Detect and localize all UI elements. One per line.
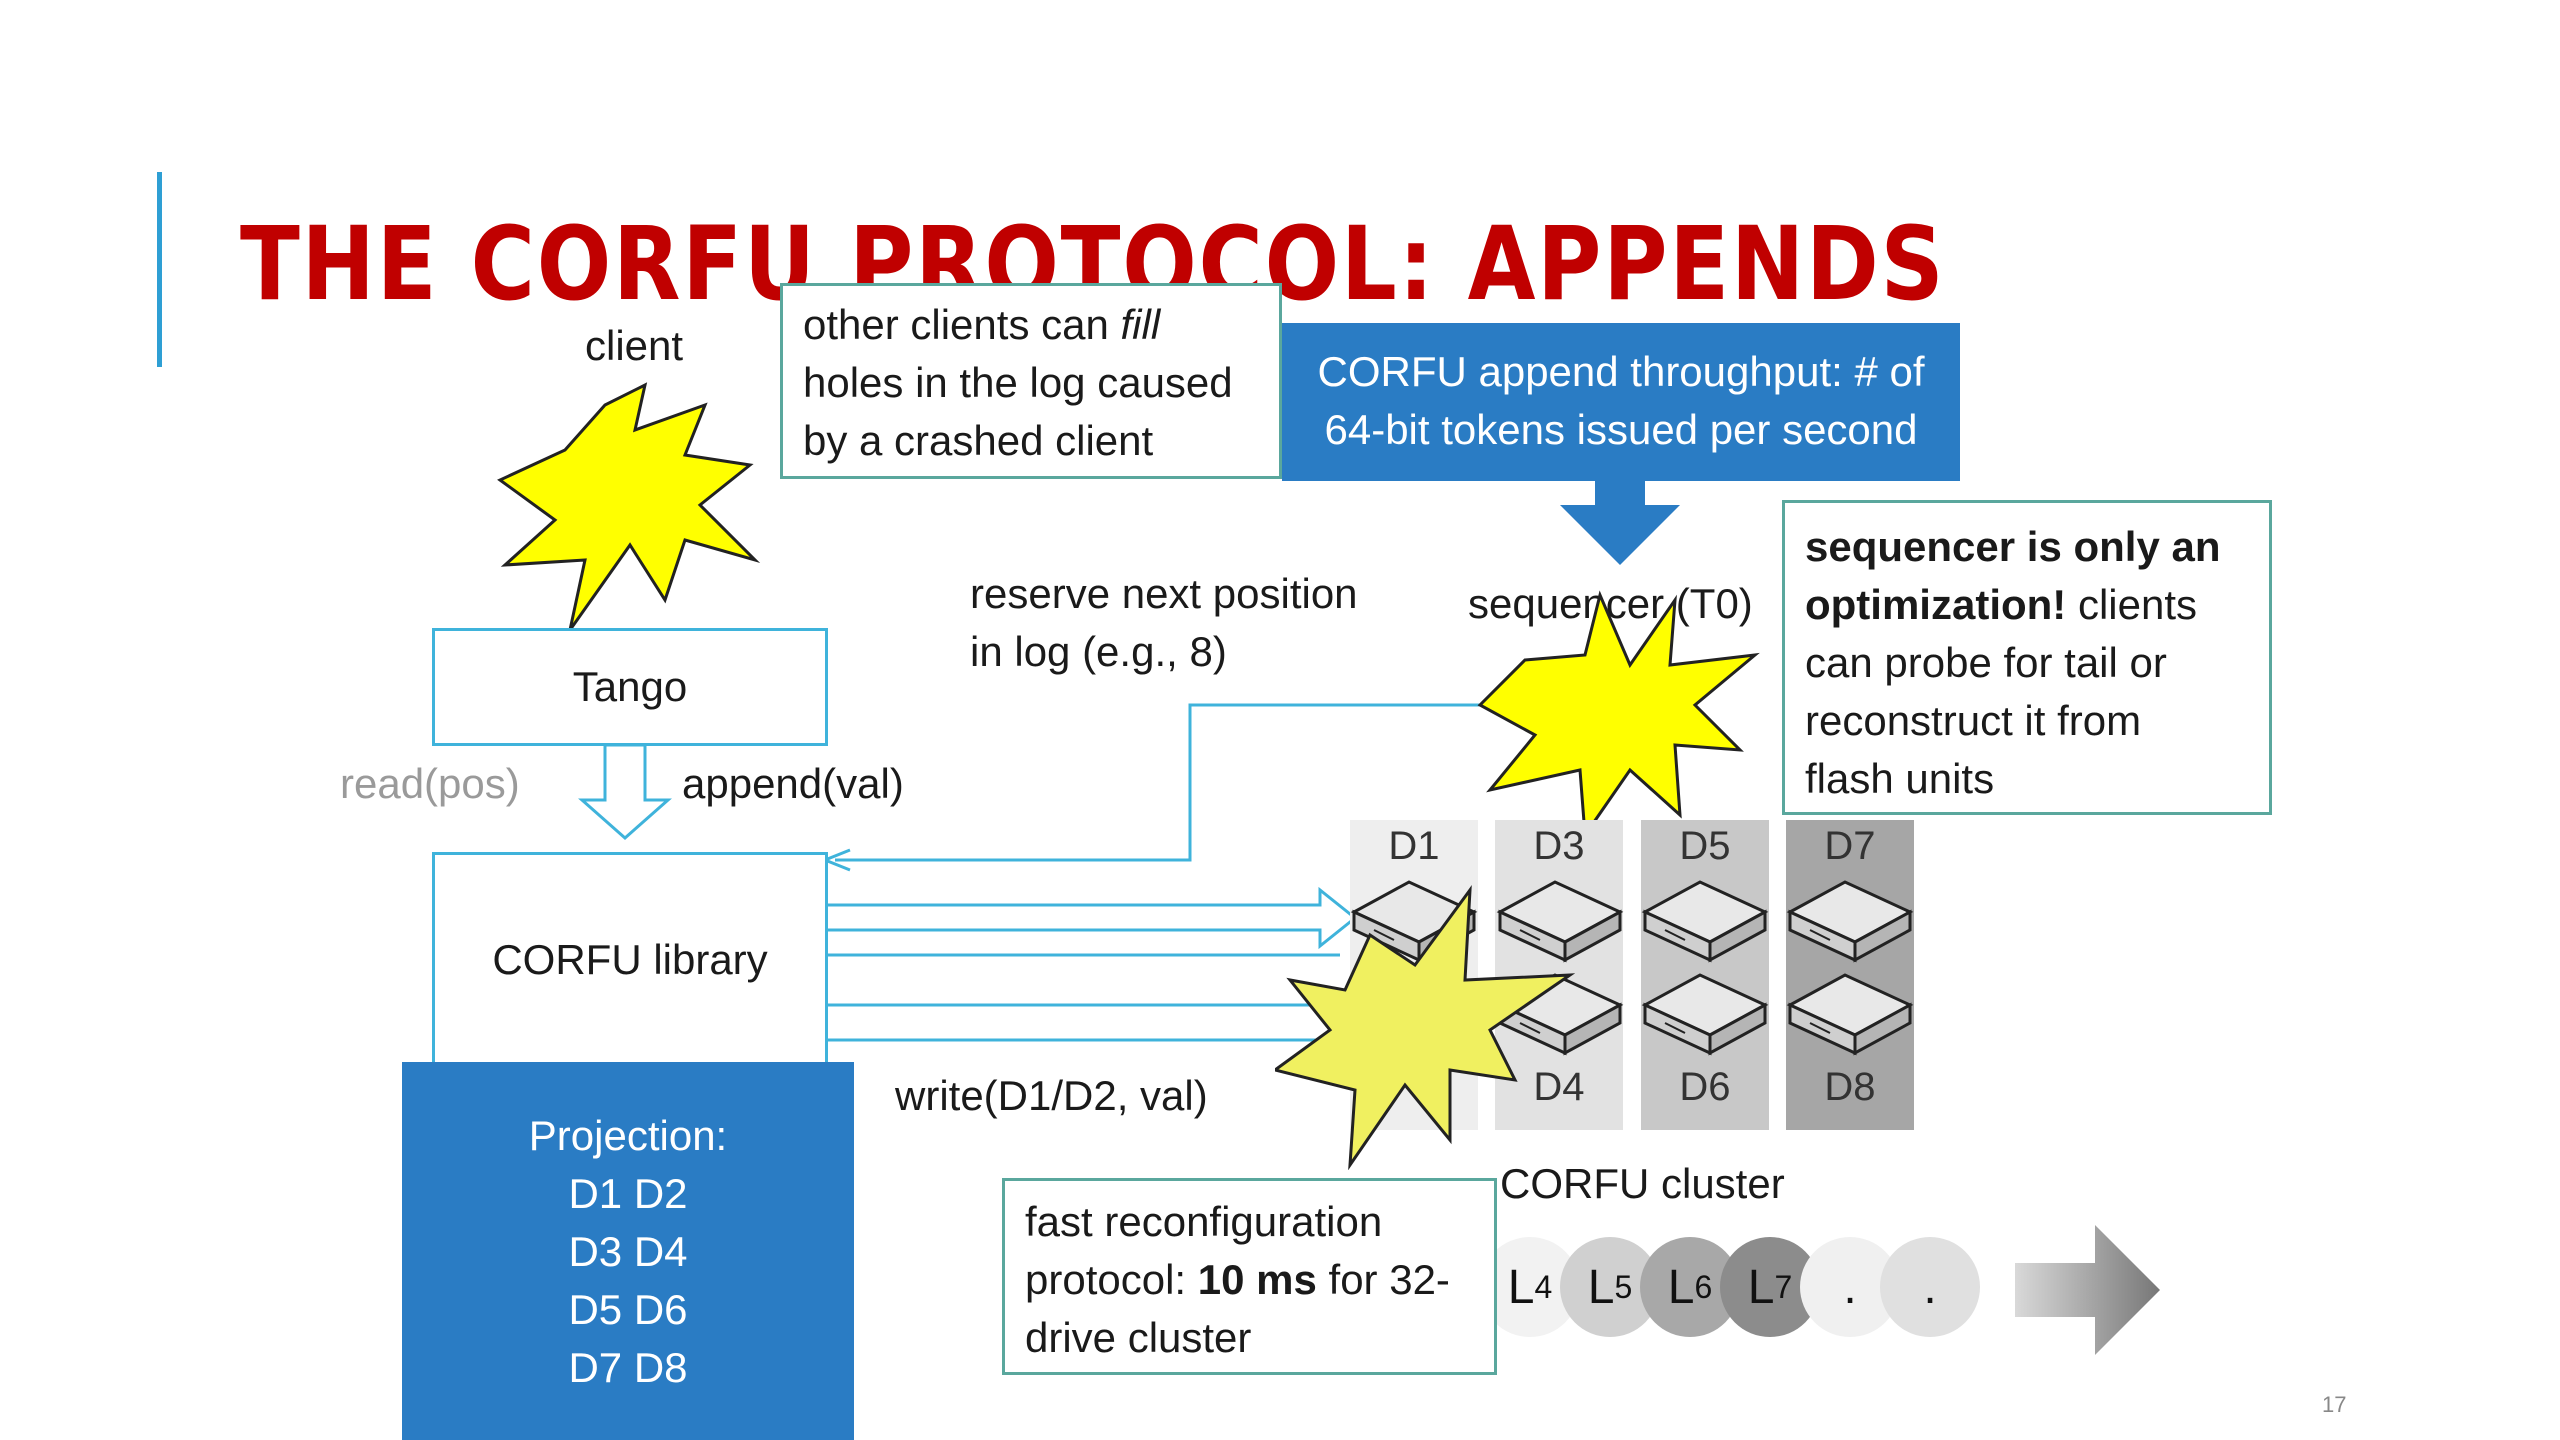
reserve-text: reserve next position in log (e.g., 8) [970, 565, 1358, 681]
flash-drive-icon [1643, 880, 1767, 962]
reserve-line: reserve next position [970, 570, 1358, 617]
projection-heading: Projection: [528, 1112, 728, 1159]
reserve-line: in log (e.g., 8) [970, 628, 1227, 675]
drive-label-bottom: D8 [1824, 1065, 1876, 1109]
projection-row: D1 D2 [568, 1170, 688, 1217]
drive-lane-d5-d6: D5 D6 [1641, 820, 1769, 1130]
tango-to-library-arrow [578, 743, 672, 841]
flash-drive-icon [1788, 880, 1912, 962]
throughput-callout: CORFU append throughput: # of 64-bit tok… [1282, 323, 1960, 481]
log-direction-arrow-icon [2015, 1225, 2160, 1355]
drive-label-bottom: D6 [1679, 1065, 1731, 1109]
callout-line: CORFU append throughput: # of [1317, 348, 1925, 395]
callout-line: optimization! clients [1805, 581, 2198, 628]
corfu-library-box: CORFU library [432, 852, 828, 1068]
flash-drive-icon [1788, 973, 1912, 1055]
callout-line: fast reconfiguration [1025, 1198, 1383, 1245]
drive-label-top: D3 [1533, 824, 1585, 868]
drive-label-top: D5 [1679, 824, 1731, 868]
callout-line: flash units [1805, 755, 1995, 802]
callout-line: sequencer is only an [1805, 523, 2221, 570]
fill-holes-callout: other clients can fill holes in the log … [780, 283, 1282, 479]
projection-row: D7 D8 [568, 1344, 688, 1391]
callout-line: drive cluster [1025, 1314, 1252, 1361]
callout-line: other clients can fill [803, 301, 1161, 348]
callout-line: reconstruct it from [1805, 697, 2142, 744]
drive-crash-explosion-icon [1275, 885, 1575, 1170]
callout-line: can probe for tail or [1805, 639, 2167, 686]
callout-line: holes in the log caused [803, 359, 1233, 406]
read-label: read(pos) [340, 760, 520, 807]
corfu-library-label: CORFU library [492, 936, 768, 983]
append-label: append(val) [682, 760, 904, 807]
drive-label-top: D7 [1824, 824, 1876, 868]
sequencer-crash-explosion-icon [1477, 590, 1760, 840]
title-accent-bar [157, 172, 162, 367]
tango-box: Tango [432, 628, 828, 746]
drive-label-bottom: D4 [1533, 1065, 1585, 1109]
write-label: write(D1/D2, val) [895, 1072, 1208, 1119]
callout-line: 64-bit tokens issued per second [1324, 406, 1918, 453]
sequencer-optimization-callout: sequencer is only an optimization! clien… [1782, 500, 2272, 815]
throughput-down-arrow [1560, 480, 1680, 565]
projection-row: D5 D6 [568, 1286, 688, 1333]
drive-label-top: D1 [1388, 824, 1440, 868]
corfu-cluster-label: CORFU cluster [1500, 1160, 1785, 1207]
callout-line: by a crashed client [803, 417, 1154, 464]
callout-line: protocol: 10 ms for 32- [1025, 1256, 1450, 1303]
projection-row: D3 D4 [568, 1228, 688, 1275]
flash-drive-icon [1643, 973, 1767, 1055]
sequencer-response-line [835, 703, 1525, 862]
tango-label: Tango [572, 663, 688, 710]
projection-box: Projection: D1 D2 D3 D4 D5 D6 D7 D8 [402, 1062, 854, 1440]
reconfiguration-callout: fast reconfiguration protocol: 10 ms for… [1002, 1178, 1497, 1375]
client-label: client [585, 322, 684, 369]
drive-lane-d7-d8: D7 D8 [1786, 820, 1914, 1130]
page-number: 17 [2322, 1392, 2347, 1417]
log-entry: . [1880, 1237, 1980, 1337]
client-crash-explosion-icon [497, 382, 761, 630]
